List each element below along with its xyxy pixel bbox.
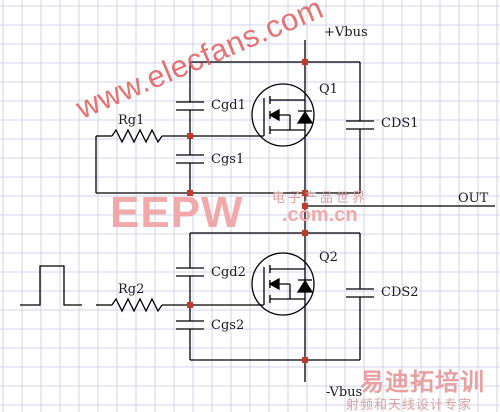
q1-body-circle bbox=[251, 83, 315, 147]
junction-dot bbox=[187, 133, 193, 139]
q1-mosfet-symbol bbox=[251, 83, 315, 147]
rg1-label: Rg1 bbox=[118, 113, 145, 128]
vbus-positive-label: +Vbus bbox=[324, 25, 368, 40]
junction-dots bbox=[187, 59, 308, 363]
q2-body-circle bbox=[251, 252, 315, 316]
vbus-negative-label: -Vbus bbox=[326, 385, 363, 400]
junction-dot bbox=[302, 230, 308, 236]
gate-pulse-waveform bbox=[20, 265, 82, 306]
cgd2-label: Cgd2 bbox=[211, 265, 246, 280]
q2-label: Q2 bbox=[319, 250, 338, 265]
q2-channel-arrow bbox=[268, 277, 280, 291]
q2-body-diode bbox=[296, 279, 314, 293]
cds1-label: CDS1 bbox=[381, 116, 419, 131]
q2-mosfet-symbol bbox=[251, 252, 315, 316]
q1-channel-arrow bbox=[268, 108, 280, 122]
junction-dot bbox=[302, 190, 308, 196]
junction-dot bbox=[187, 302, 193, 308]
cgs1-label: Cgs1 bbox=[211, 152, 245, 167]
junction-dot bbox=[302, 203, 308, 209]
rg1-resistor bbox=[111, 128, 163, 144]
cgd1-label: Cgd1 bbox=[211, 98, 246, 113]
junction-dot bbox=[187, 190, 193, 196]
q1-label: Q1 bbox=[319, 82, 338, 97]
junction-dot bbox=[302, 357, 308, 363]
q1-body-diode bbox=[296, 110, 314, 124]
out-label: OUT bbox=[458, 191, 489, 206]
rg2-label: Rg2 bbox=[118, 282, 145, 297]
junction-dot bbox=[302, 59, 308, 65]
wiring bbox=[20, 40, 495, 382]
cds2-label: CDS2 bbox=[381, 285, 419, 300]
rg2-resistor bbox=[111, 297, 163, 313]
cgs2-label: Cgs2 bbox=[211, 318, 245, 333]
